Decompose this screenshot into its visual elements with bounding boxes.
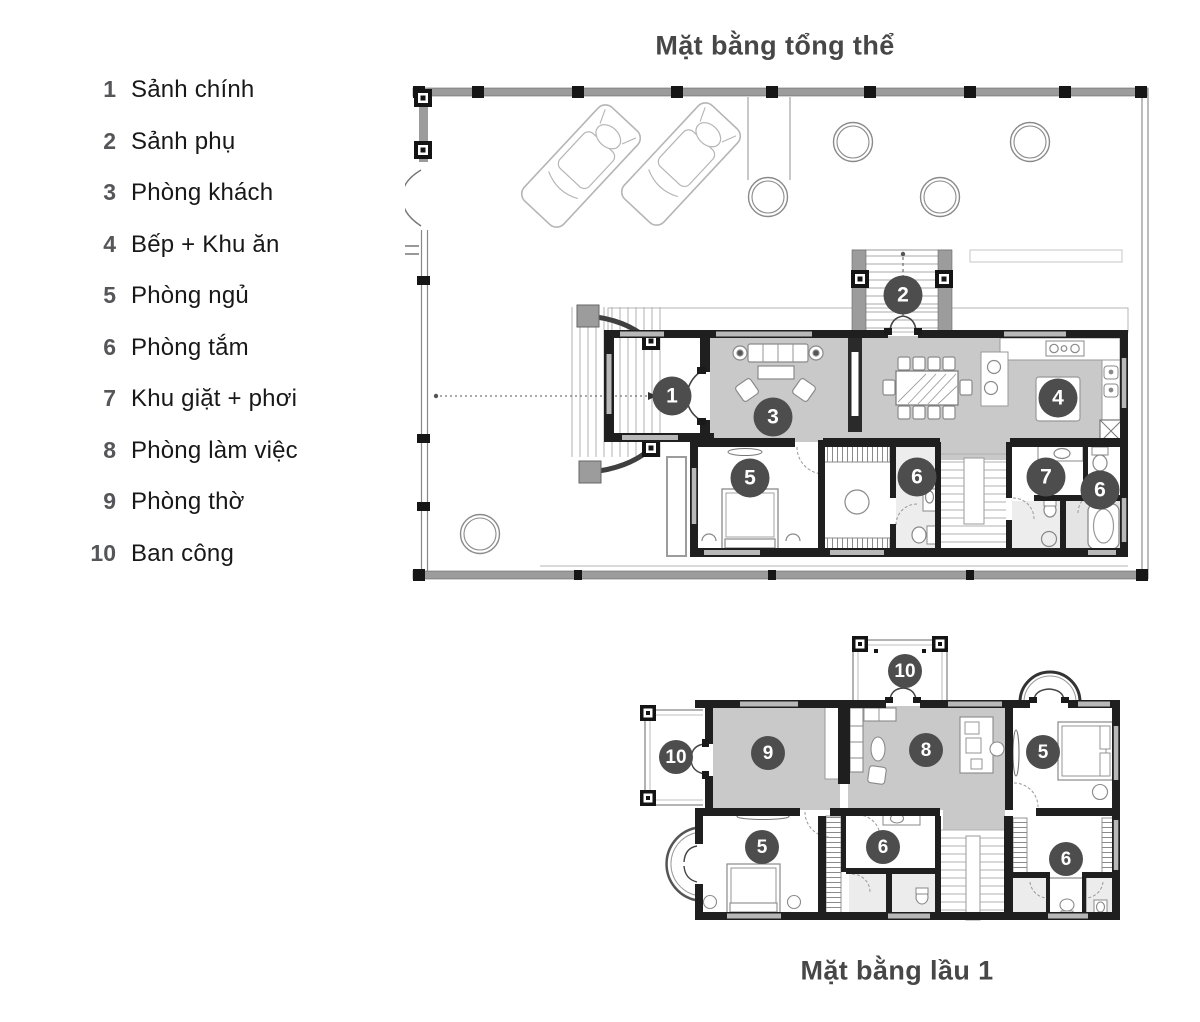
legend-item: 2 Sảnh phụ (84, 128, 298, 180)
site-plan-drawing (405, 86, 1149, 581)
room-marker-side-lobby: 2 (883, 275, 923, 315)
legend-item-number: 3 (103, 179, 116, 205)
room-marker-bath-gf-2: 6 (1080, 470, 1120, 510)
side-ledge (666, 456, 687, 557)
room-marker-kitchen: 4 (1038, 378, 1078, 418)
legend-item-label: Sảnh chính (131, 76, 255, 103)
room-marker-balcony-left: 10 (659, 740, 693, 774)
cars (516, 97, 746, 233)
room-marker-office: 8 (909, 733, 943, 767)
room-marker-bath-gf-1: 6 (897, 457, 937, 497)
legend-item-number: 6 (103, 333, 116, 360)
room-marker-worship-room: 9 (751, 736, 785, 770)
room-marker-bedroom-gf: 5 (730, 458, 770, 498)
legend-item: 5 Phòng ngủ (84, 282, 298, 334)
legend-item: 1 Sảnh chính (84, 76, 298, 128)
legend-item-number: 2 (103, 127, 116, 154)
windows (606, 331, 1127, 555)
floor1-plan-drawing (640, 636, 1120, 921)
legend-item: 3 Phòng khách (84, 179, 298, 231)
legend-item-number: 9 (103, 488, 116, 514)
balcony-top (852, 636, 948, 702)
legend-item-label: Phòng làm việc (131, 436, 298, 464)
car-icon (616, 97, 746, 231)
legend-item-label: Phòng tắm (131, 333, 249, 361)
car-icon (516, 99, 646, 233)
legend-item-number: 5 (103, 282, 116, 308)
room-marker-bath-f1-2: 6 (1049, 842, 1083, 876)
legend-item-number: 8 (103, 436, 116, 463)
room-marker-bath-f1-1: 6 (866, 830, 900, 864)
driveway (747, 97, 791, 180)
legend-item-label: Sảnh phụ (131, 127, 236, 155)
room-marker-balcony-top: 10 (888, 654, 922, 688)
legend-item-label: Phòng thờ (131, 488, 245, 515)
room-marker-bedroom-f1-a: 5 (1026, 735, 1060, 769)
legend-item: 7 Khu giặt + phơi (84, 385, 298, 437)
room-marker-main-lobby: 1 (652, 376, 692, 416)
rear-stair (851, 249, 953, 333)
legend: 1 Sảnh chính 2 Sảnh phụ 3 Phòng khách 4 Bếp … (84, 76, 298, 591)
room-marker-laundry: 7 (1026, 457, 1066, 497)
legend-item-label: Phòng khách (131, 179, 274, 206)
site-plan-title: Mặt bằng tổng thể (655, 30, 895, 61)
site-boundary-walls (405, 86, 1149, 581)
legend-item: 9 Phòng thờ (84, 488, 298, 540)
kitchen-counters (980, 337, 1123, 443)
furniture (701, 340, 1120, 555)
gate-leaf (405, 169, 422, 255)
legend-item-label: Khu giặt + phơi (131, 385, 298, 412)
floor1-plan-title: Mặt bằng lầu 1 (800, 955, 994, 986)
legend-item: 10 Ban công (84, 540, 298, 592)
room-marker-bedroom-f1-b: 5 (745, 830, 779, 864)
windows (727, 701, 1119, 919)
legend-item-number: 7 (103, 385, 116, 411)
room-marker-living-room: 3 (753, 397, 793, 437)
legend-item-number: 1 (103, 76, 116, 102)
arch-terrace (1018, 670, 1082, 703)
legend-item-label: Phòng ngủ (131, 282, 249, 309)
legend-item-number: 4 (103, 230, 116, 257)
legend-item-label: Ban công (131, 539, 235, 567)
legend-item-label: Bếp + Khu ăn (131, 230, 280, 258)
legend-item: 6 Phòng tắm (84, 334, 298, 386)
legend-item: 8 Phòng làm việc (84, 437, 298, 489)
balcony-left (640, 705, 703, 806)
legend-item-number: 10 (90, 539, 116, 566)
curved-balcony (665, 826, 696, 902)
legend-item: 4 Bếp + Khu ăn (84, 231, 298, 283)
pergola-edge (969, 249, 1123, 263)
sliding-partition (824, 706, 840, 780)
